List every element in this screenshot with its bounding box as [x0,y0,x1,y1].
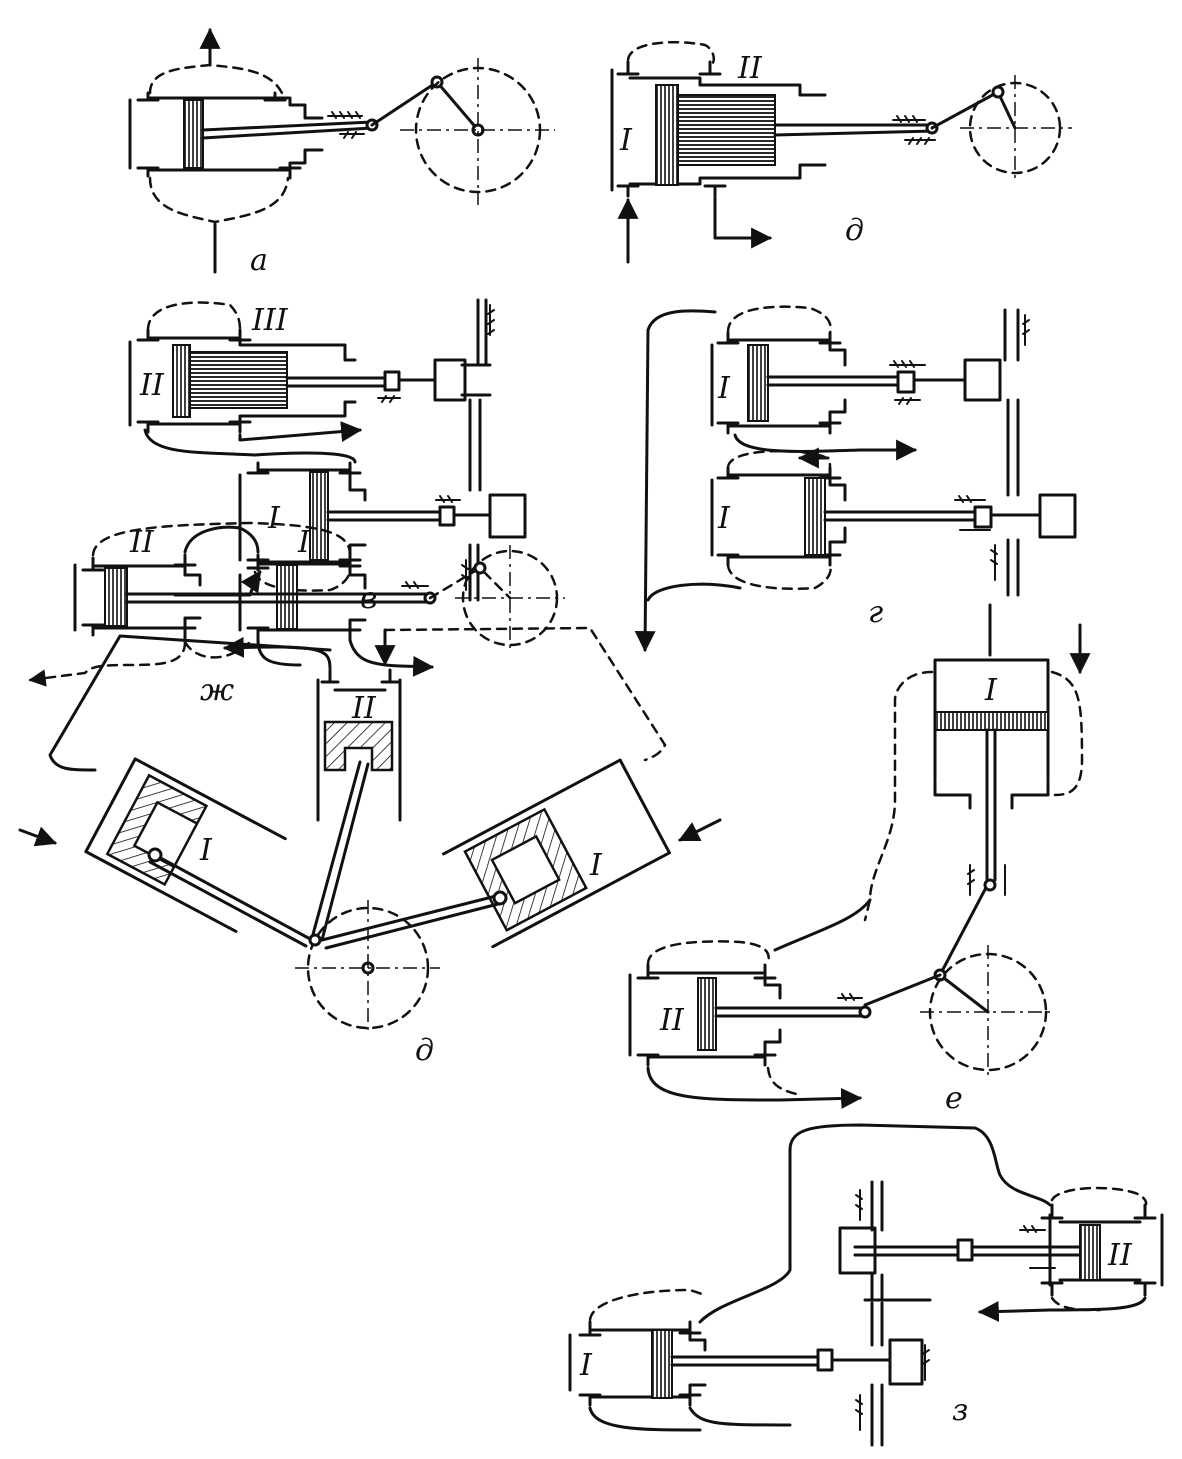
piston [183,99,204,169]
label-II: II [1107,1238,1133,1273]
label-II: II [129,525,155,560]
panel-z-label: з [952,1393,968,1428]
piston-II [697,977,717,1051]
piston-lower [804,477,826,556]
steam-path-top [148,63,284,95]
piston-small [189,351,288,409]
label-II: II [351,691,377,726]
transfer-path [146,301,242,332]
exhaust-main [634,309,717,653]
panel-e-label: е [945,1081,963,1116]
label-I-left: I [199,833,213,868]
piston-small [677,94,776,166]
piston-II [323,720,394,772]
steam-path-bottom [148,176,290,224]
label-II: II [737,51,763,86]
piston-II [1079,1224,1101,1281]
exhaust-path [143,428,357,464]
piston-II [104,567,128,627]
label-I-right: I [589,848,603,883]
panel-zh-label: ж [200,673,234,708]
panel-z: II I з [568,1123,1164,1447]
panel-v: III II I в [128,298,527,616]
piston-I [651,1329,673,1399]
label-I-upper: I [717,371,731,406]
label-I: I [267,501,281,536]
crank-rod [370,80,480,132]
label-I: I [619,123,633,158]
panel-d: II I I д [18,626,722,1068]
label-I: I [579,1348,593,1383]
piston [309,471,329,561]
piston-I [276,564,298,630]
label-I: I [297,525,311,560]
panel-g-label: г [868,595,883,630]
panel-b: I II д [610,41,1072,264]
panel-e: I II е [628,603,1091,1116]
panel-g: I I г [634,305,1077,653]
transfer-path [626,41,715,66]
panel-zh: II I ж [28,521,565,708]
panel-v-label: в [360,581,377,616]
outlet-arrow [713,196,773,249]
label-I: I [984,673,998,708]
panel-a: а [128,27,555,278]
panel-a-label: а [250,243,268,278]
piston-I [934,711,1049,731]
label-II: II [139,368,165,403]
label-I-lower: I [717,501,731,536]
cylinder-a [128,91,374,180]
panel-d-label: д [415,1033,434,1068]
piston-large [172,344,191,418]
label-III: III [251,303,289,338]
piston-large [655,84,679,186]
label-II: II [659,1003,685,1038]
piston-I-left [105,773,209,887]
panel-b-label: д [845,213,864,248]
piston-upper [747,344,769,422]
piston-I-right [463,807,588,932]
